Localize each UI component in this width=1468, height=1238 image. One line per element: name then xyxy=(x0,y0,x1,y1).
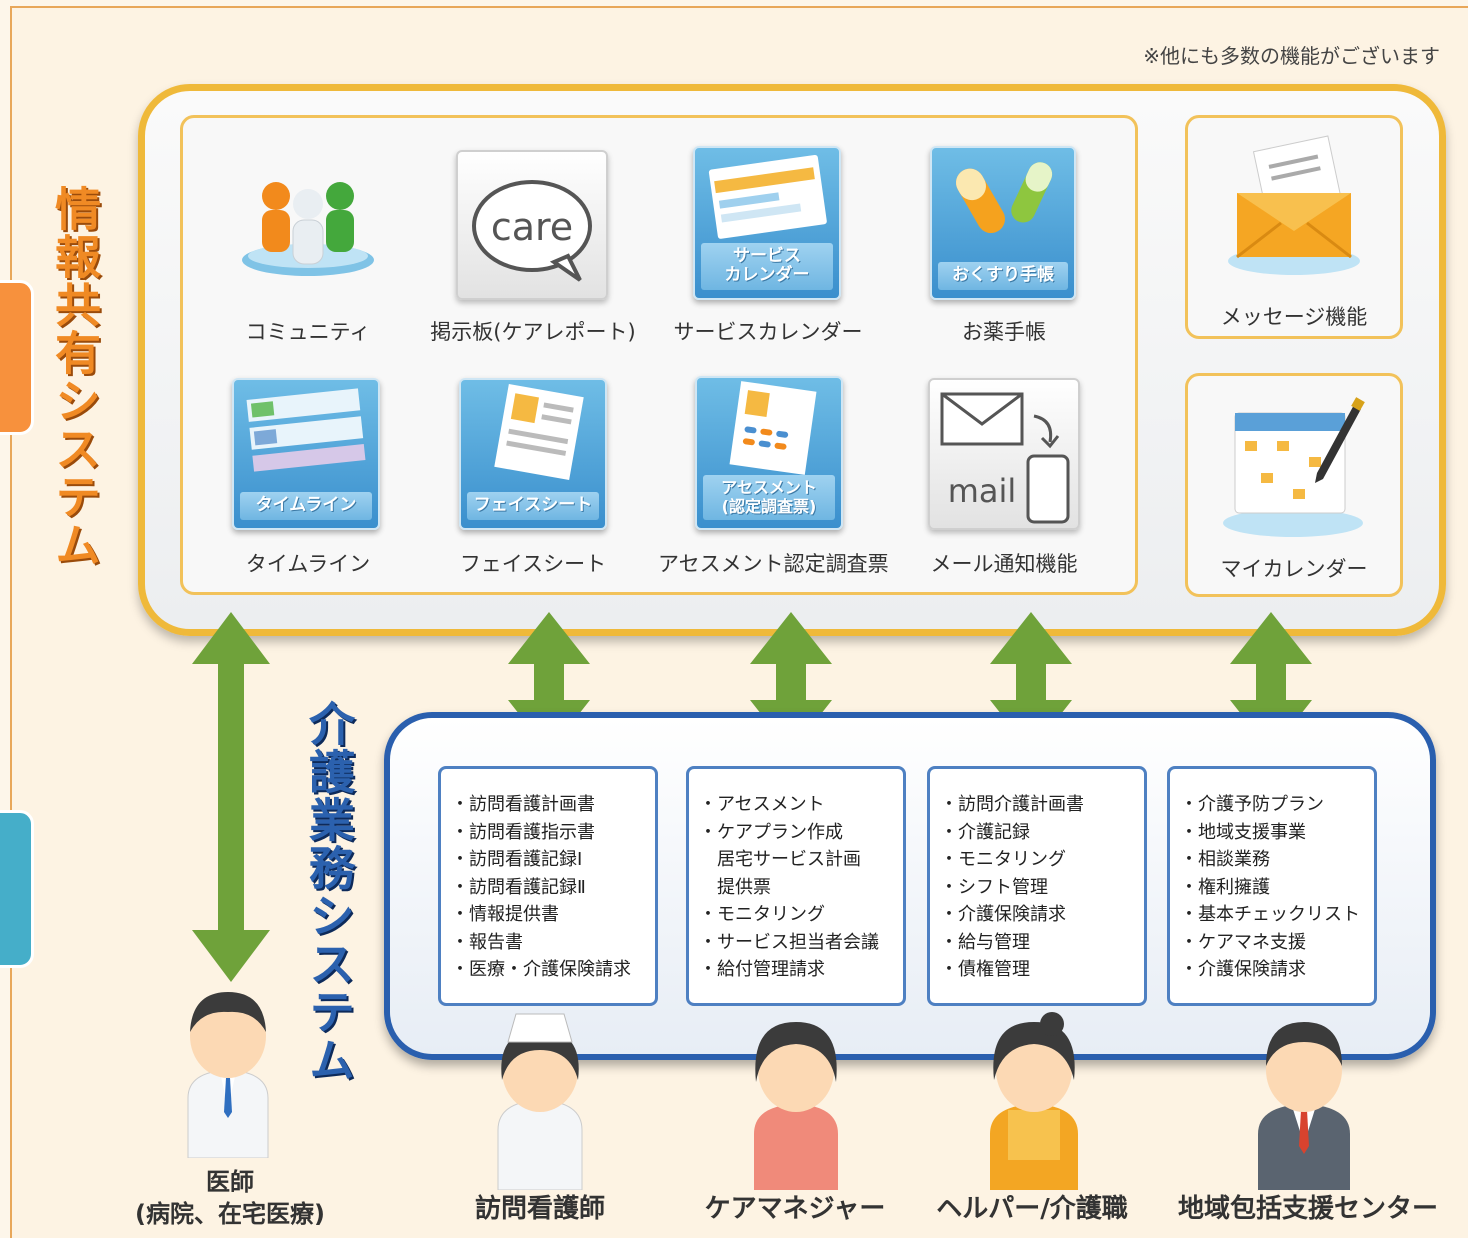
task-item: 訪問看護計画書 xyxy=(451,791,655,819)
feature-label: お薬手帳 xyxy=(962,320,1046,344)
helper-icon xyxy=(990,1012,1078,1190)
feature-assessment[interactable]: アセスメント (認定調査票) アセスメント認定調査票 xyxy=(658,376,889,578)
care-icon-text: care xyxy=(491,205,573,249)
community-icon xyxy=(242,182,374,276)
feature-label: マイカレンダー xyxy=(1220,557,1368,581)
task-item: 給与管理 xyxy=(940,929,1144,957)
feature-label: サービスカレンダー xyxy=(673,320,863,344)
task-item: 介護予防プラン xyxy=(1180,791,1374,819)
feature-community[interactable]: コミュニティ xyxy=(198,150,418,350)
task-item: 給付管理請求 xyxy=(699,956,903,984)
tile-caption: フェイスシート xyxy=(467,492,599,520)
task-item: 提供票 xyxy=(717,876,771,898)
feature-label: メッセージ機能 xyxy=(1220,305,1368,329)
task-list-caremanager: アセスメントケアプラン作成居宅サービス計画提供票モニタリングサービス担当者会議給… xyxy=(686,766,906,1006)
task-item: 介護保険請求 xyxy=(940,901,1144,929)
person-label-caremanager: ケアマネジャー xyxy=(704,1194,886,1224)
feature-medicine[interactable]: おくすり手帳 お薬手帳 xyxy=(894,146,1114,350)
feature-label: タイムライン xyxy=(245,552,371,576)
task-item: 居宅サービス計画 xyxy=(717,849,861,870)
my-calendar-icon xyxy=(1223,397,1365,537)
feature-label: アセスメント認定調査票 xyxy=(658,552,889,576)
feature-label: フェイスシート xyxy=(459,552,607,576)
nurse-icon xyxy=(497,1013,583,1190)
facesheet-icon: フェイスシート xyxy=(459,378,607,530)
task-item: モニタリング xyxy=(699,901,903,929)
task-list-nurse: 訪問看護計画書訪問看護指示書訪問看護記録Ⅰ訪問看護記録Ⅱ情報提供書報告書医療・介… xyxy=(438,766,658,1006)
person-label-helper: ヘルパー/介護職 xyxy=(936,1194,1128,1224)
feature-mail[interactable]: mail メール通知機能 xyxy=(894,378,1114,578)
task-item: ケアプラン作成 xyxy=(699,819,903,847)
task-item: アセスメント xyxy=(699,791,903,819)
feature-timeline[interactable]: タイムライン タイムライン xyxy=(198,378,418,578)
task-item: 地域支援事業 xyxy=(1180,819,1374,847)
care-speech-bubble-icon: care xyxy=(456,150,608,300)
task-item: 訪問看護指示書 xyxy=(451,819,655,847)
feature-label: 掲示板(ケアレポート) xyxy=(430,320,636,344)
tile-caption: サービス カレンダー xyxy=(701,242,833,290)
task-item: モニタリング xyxy=(940,846,1144,874)
doctor-label-line2: (病院、在宅医療) xyxy=(135,1200,325,1228)
mail-notify-icon: mail xyxy=(928,378,1080,530)
feature-label: メール通知機能 xyxy=(930,552,1078,576)
info-system-title: 情報共有システム xyxy=(48,185,102,569)
task-item: 相談業務 xyxy=(1180,846,1374,874)
task-item: 基本チェックリスト xyxy=(1180,901,1374,929)
person-label-doctor: 医師 (病院、在宅医療) xyxy=(110,1166,350,1230)
mail-icon-text: mail xyxy=(948,472,1017,510)
task-item: 権利擁護 xyxy=(1180,874,1374,902)
task-item: サービス担当者会議 xyxy=(699,929,903,957)
task-item: ケアマネ支援 xyxy=(1180,929,1374,957)
task-list-helper: 訪問介護計画書介護記録モニタリングシフト管理介護保険請求給与管理債権管理 xyxy=(927,766,1147,1006)
task-item: シフト管理 xyxy=(940,874,1144,902)
tile-caption: タイムライン xyxy=(240,492,372,520)
person-label-center: 地域包括支援センター xyxy=(1177,1194,1438,1224)
center-staff-icon xyxy=(1258,1022,1350,1190)
arrow-doctor xyxy=(192,612,270,982)
task-list-center: 介護予防プラン地域支援事業相談業務権利擁護基本チェックリストケアマネ支援介護保険… xyxy=(1167,766,1377,1006)
task-item: 債権管理 xyxy=(940,956,1144,984)
task-item: 介護記録 xyxy=(940,819,1144,847)
feature-message[interactable]: メッセージ機能 xyxy=(1185,125,1403,335)
task-item: 訪問介護計画書 xyxy=(940,791,1144,819)
service-calendar-icon: サービス カレンダー xyxy=(693,146,841,300)
tile-caption: おくすり手帳 xyxy=(938,262,1068,290)
person-label-nurse: 訪問看護師 xyxy=(474,1194,605,1224)
assessment-icon: アセスメント (認定調査票) xyxy=(695,376,843,530)
message-envelope-icon xyxy=(1228,135,1360,275)
timeline-icon: タイムライン xyxy=(232,378,380,530)
feature-label: コミュニティ xyxy=(245,320,371,344)
care-manager-icon xyxy=(754,1022,838,1190)
side-tab-info xyxy=(0,280,34,435)
feature-facesheet[interactable]: フェイスシート フェイスシート xyxy=(423,378,643,578)
task-item: 医療・介護保険請求 xyxy=(451,956,655,984)
feature-service-calendar[interactable]: サービス カレンダー サービスカレンダー xyxy=(658,146,878,350)
feature-bbs[interactable]: care 掲示板(ケアレポート) xyxy=(423,150,643,350)
feature-my-calendar[interactable]: マイカレンダー xyxy=(1185,385,1403,595)
tile-caption: アセスメント (認定調査票) xyxy=(703,475,835,520)
task-item: 情報提供書 xyxy=(451,901,655,929)
care-system-title: 介護業務システム xyxy=(302,700,356,1084)
medicine-icon: おくすり手帳 xyxy=(930,146,1076,300)
doctor-label-line1: 医師 xyxy=(206,1168,254,1196)
note-text: ※他にも多数の機能がございます xyxy=(1143,44,1440,68)
task-item: 報告書 xyxy=(451,929,655,957)
task-item: 介護保険請求 xyxy=(1180,956,1374,984)
side-tab-care xyxy=(0,810,34,968)
task-item: 訪問看護記録Ⅰ xyxy=(451,846,655,874)
task-item: 訪問看護記録Ⅱ xyxy=(451,874,655,902)
doctor-icon xyxy=(187,992,269,1158)
